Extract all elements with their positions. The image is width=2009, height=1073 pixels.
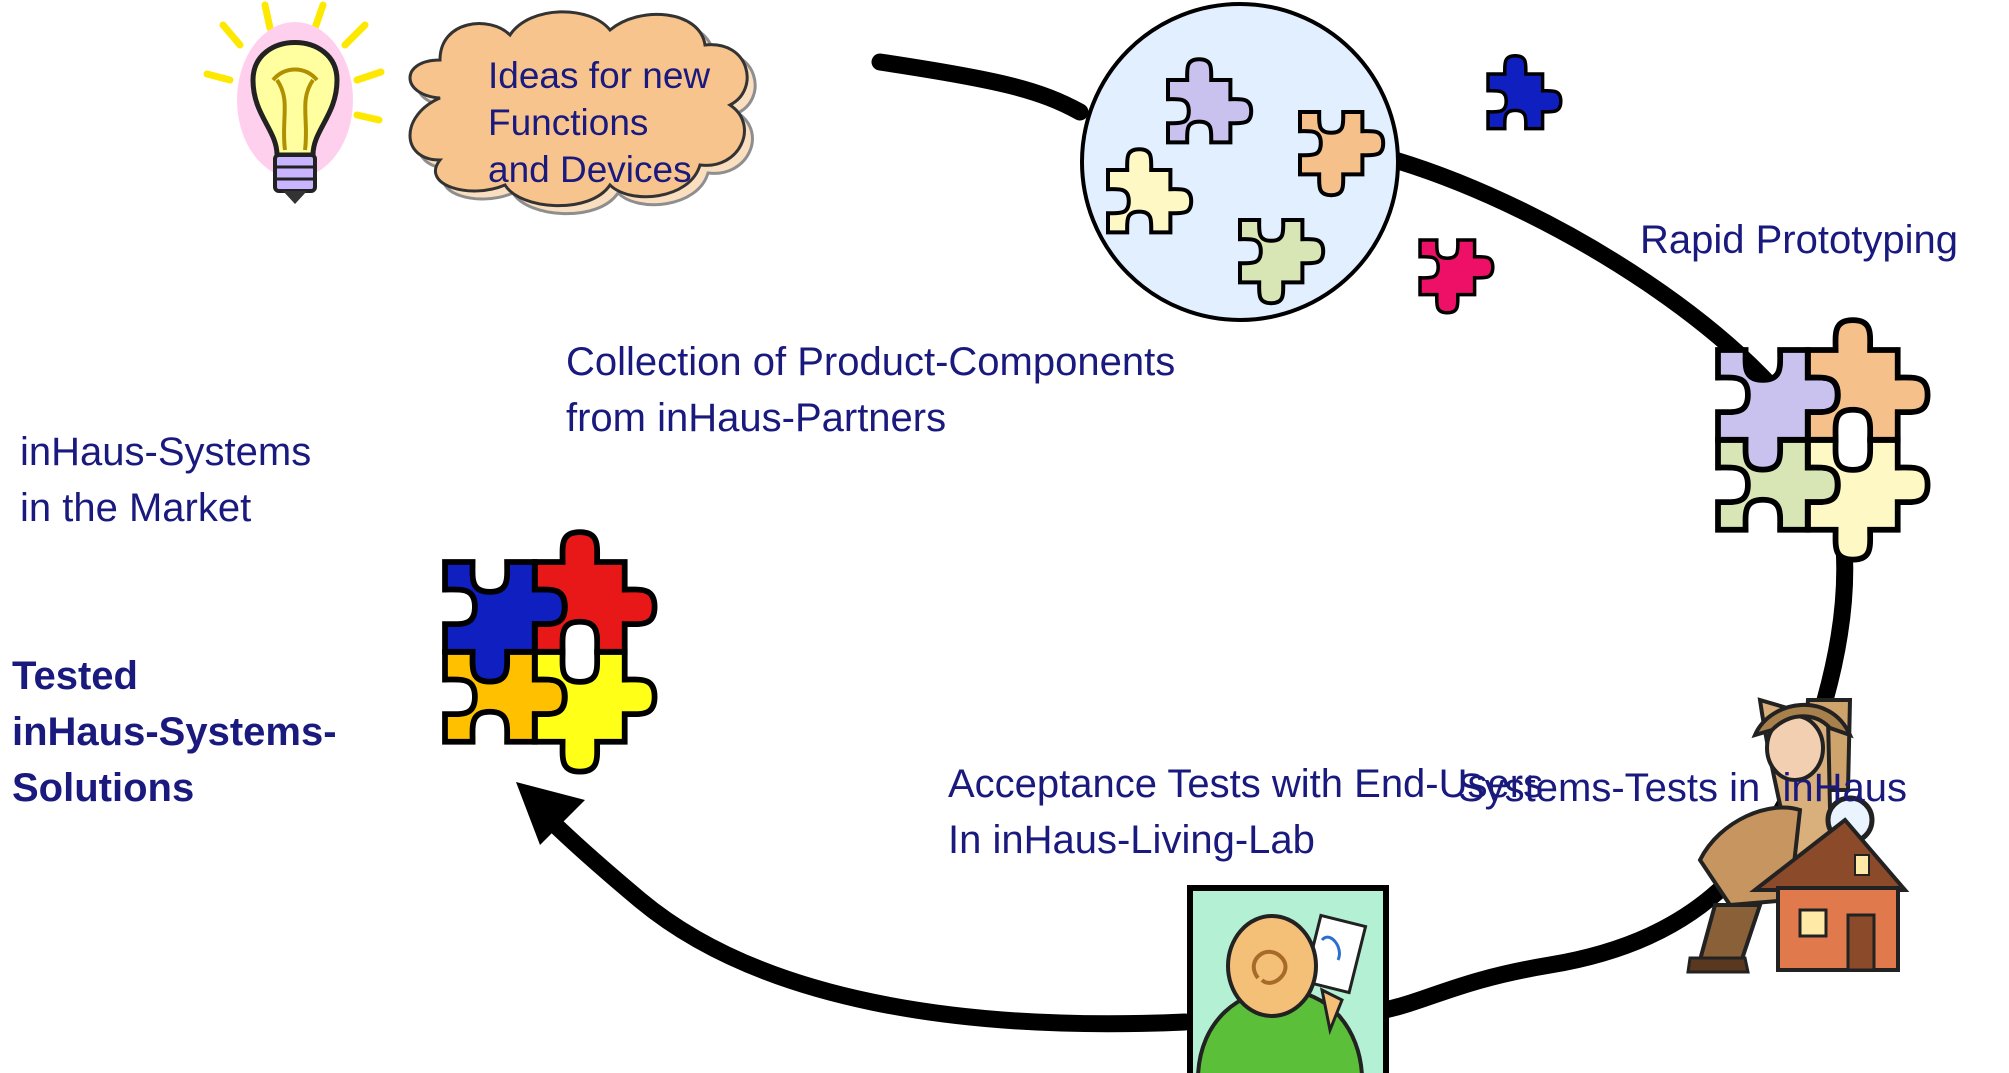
arrowhead [516, 782, 585, 845]
ideas-label: Ideas for new Functions and Devices [488, 52, 710, 193]
systems-tests-label: Systems-Tests in inHaus [1458, 766, 1908, 810]
puzzle-piece-icon [535, 532, 655, 652]
collection-line-1: Collection of Product-Components [566, 340, 1176, 384]
market-label: inHaus-Systems in the Market [20, 424, 311, 536]
ideas-line-2: Functions [488, 102, 649, 143]
rapid-prototyping-label: Rapid Prototyping [1640, 218, 1958, 262]
market-line-2: in the Market [20, 486, 252, 530]
puzzle-piece-icon [1808, 320, 1928, 440]
market-line-1: inHaus-Systems [20, 430, 312, 474]
acceptance-line-1: Acceptance Tests with End-Users [948, 762, 1544, 806]
tested-solutions-label: Tested inHaus-Systems- Solutions [12, 648, 337, 816]
puzzle-piece-icon [1486, 54, 1563, 131]
tested-line-3: Solutions [12, 766, 195, 810]
collection-label: Collection of Product-Components from in… [566, 334, 1175, 446]
puzzle-piece-icon [1808, 440, 1928, 560]
tested-line-2: inHaus-Systems- [12, 710, 337, 754]
collection-line-2: from inHaus-Partners [566, 396, 947, 440]
puzzle-piece-icon [1418, 238, 1495, 315]
living-lab-picture-icon [1187, 885, 1389, 1073]
tested-line-1: Tested [12, 654, 138, 698]
detective-house-icon [1686, 697, 1910, 974]
ideas-line-3: and Devices [488, 149, 692, 190]
acceptance-line-2: In inHaus-Living-Lab [948, 818, 1315, 862]
puzzle-piece-icon [535, 652, 655, 772]
cloud-icon [408, 10, 757, 216]
lightbulb-icon [203, 1, 385, 204]
tested-solution-puzzle [445, 532, 655, 772]
acceptance-label: Acceptance Tests with End-Users In inHau… [948, 756, 1543, 868]
ideas-line-1: Ideas for new [488, 55, 711, 96]
cycle-arrow [536, 53, 1854, 1033]
